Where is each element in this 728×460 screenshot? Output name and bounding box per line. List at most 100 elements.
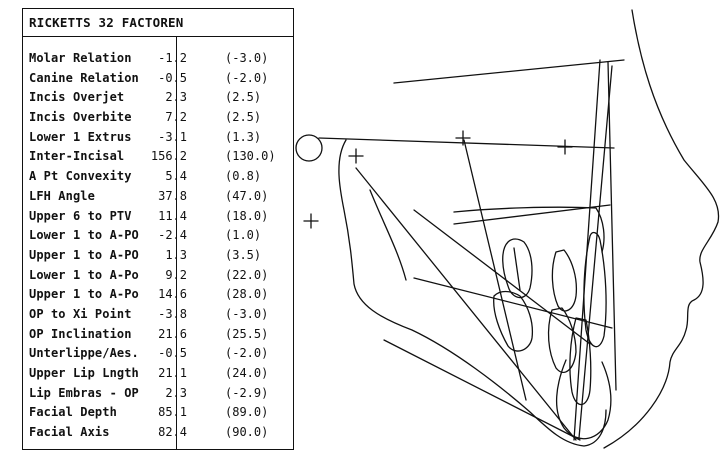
factor-norm: (90.0) xyxy=(225,425,269,440)
factor-name: Facial Depth xyxy=(29,405,117,420)
factor-row: Lower 1 Extrus -3.1 (1.3) xyxy=(23,128,293,148)
factor-value: -1.2 xyxy=(158,51,187,65)
facial-line-b xyxy=(578,65,613,439)
factor-name: Canine Relation xyxy=(29,70,139,85)
factor-norm: (3.5) xyxy=(225,247,262,262)
factor-value: -3.1 xyxy=(158,129,187,144)
factor-value: -3.8 xyxy=(158,306,187,321)
factor-norm: (2.5) xyxy=(225,90,262,105)
factor-name: Molar Relation xyxy=(29,51,132,65)
factor-norm: (47.0) xyxy=(225,188,269,203)
column-divider xyxy=(176,37,177,449)
factor-row: OP Inclination 21.6 (25.5) xyxy=(23,325,293,345)
mandible-outline xyxy=(338,139,607,447)
cross-mark xyxy=(348,148,364,164)
factor-row: Upper Lip Lngth 21.1 (24.0) xyxy=(23,364,293,384)
porion-circle xyxy=(295,134,323,162)
factor-norm: (1.3) xyxy=(225,129,262,144)
factor-value: 21.6 xyxy=(158,326,187,341)
factor-row: Facial Depth 85.1 (89.0) xyxy=(23,403,293,423)
factor-value: -0.5 xyxy=(158,346,187,361)
factor-norm: (130.0) xyxy=(225,149,276,164)
factor-row: Molar Relation -1.2 (-3.0) xyxy=(23,49,293,69)
soft-tissue-profile xyxy=(603,9,720,449)
factor-value: 1.3 xyxy=(165,247,187,262)
factor-value: 5.4 xyxy=(165,169,187,184)
cross-mark xyxy=(455,130,471,146)
factor-value: 2.3 xyxy=(165,385,187,400)
factor-value: 11.4 xyxy=(158,208,187,223)
factor-rows: Molar Relation -1.2 (-3.0) Canine Relation -… xyxy=(23,49,293,443)
symphysis-outline xyxy=(555,359,612,440)
factor-value: 156.2 xyxy=(150,149,187,164)
factor-value: 85.1 xyxy=(158,405,187,420)
factor-norm: (-3.0) xyxy=(225,306,269,321)
factor-name: Facial Axis xyxy=(29,425,110,440)
factor-name: Incis Overbite xyxy=(29,110,132,125)
factor-norm: (2.5) xyxy=(225,110,262,125)
factor-value: 2.3 xyxy=(165,90,187,105)
factor-name: A Pt Convexity xyxy=(29,169,132,184)
factor-value: 21.1 xyxy=(158,366,187,380)
factor-name: Lower 1 to A-PO xyxy=(29,228,139,243)
factor-value: 14.6 xyxy=(158,287,187,302)
cross-mark xyxy=(557,139,573,155)
factor-name: Upper 1 to A-Po xyxy=(29,287,139,302)
factor-value: 37.8 xyxy=(158,188,187,203)
factor-value: -0.5 xyxy=(158,70,187,85)
factor-value: -2.4 xyxy=(158,228,187,243)
factor-name: Upper Lip Lngth xyxy=(29,366,139,380)
factor-norm: (22.0) xyxy=(225,267,269,282)
lower-molar xyxy=(493,290,534,352)
cephalometric-tracing xyxy=(294,0,728,460)
factor-name: OP to Xi Point xyxy=(29,306,132,321)
factor-norm: (-2.9) xyxy=(225,385,269,400)
factor-row: Incis Overbite 7.2 (2.5) xyxy=(23,108,293,128)
factor-row: Upper 1 to A-PO 1.3 (3.5) xyxy=(23,246,293,266)
oblique-line-2 xyxy=(413,209,591,345)
factor-name: Unterlippe/Aes. xyxy=(29,346,139,361)
factor-norm: (24.0) xyxy=(225,366,269,380)
factor-norm: (-3.0) xyxy=(225,51,269,65)
ramus-inner xyxy=(369,189,407,281)
factor-norm: (-2.0) xyxy=(225,70,269,85)
factor-norm: (89.0) xyxy=(225,405,269,420)
occlusal-plane-line xyxy=(413,277,613,329)
factor-norm: (18.0) xyxy=(225,208,269,223)
factor-value: 7.2 xyxy=(165,110,187,125)
factor-row: Inter-Incisal 156.2 (130.0) xyxy=(23,147,293,167)
premolar xyxy=(551,249,578,312)
factor-norm: (28.0) xyxy=(225,287,269,302)
factor-row: Upper 6 to PTV 11.4 (18.0) xyxy=(23,207,293,227)
upper-molar-root xyxy=(513,247,521,291)
factor-row: Canine Relation -0.5 (-2.0) xyxy=(23,69,293,89)
factor-name: Upper 6 to PTV xyxy=(29,208,132,223)
factor-row: LFH Angle 37.8 (47.0) xyxy=(23,187,293,207)
frankfort-plane-line xyxy=(393,59,625,84)
ricketts-factor-table: RICKETTS 32 FACTOREN Molar Relation-1.2(… xyxy=(22,8,294,450)
factor-name: OP Inclination xyxy=(29,326,132,341)
factor-name: Lower 1 to A-Po xyxy=(29,267,139,282)
tracing-svg xyxy=(295,9,720,449)
factor-value: 9.2 xyxy=(165,267,187,282)
upper-incisor xyxy=(583,231,607,348)
factor-name: Lower 1 Extrus xyxy=(29,129,132,144)
factor-norm: (25.5) xyxy=(225,326,269,341)
factor-name: LFH Angle xyxy=(29,188,95,203)
oblique-line xyxy=(463,139,527,401)
factor-name: Incis Overjet xyxy=(29,90,125,105)
factor-row: Unterlippe/Aes. -0.5 (-2.0) xyxy=(23,344,293,364)
factor-row: OP to Xi Point -3.8 (-3.0) xyxy=(23,305,293,325)
lower-incisor xyxy=(569,317,592,406)
cross-mark xyxy=(303,213,319,229)
upper-molar xyxy=(502,238,533,299)
vertical-reference-line xyxy=(607,61,617,391)
mandibular-plane-line xyxy=(383,339,581,441)
factor-row: Lower 1 to A-PO-2.4(1.0) xyxy=(23,226,293,246)
factor-norm: (-2.0) xyxy=(225,346,269,361)
factor-name: Upper 1 to A-PO xyxy=(29,247,139,262)
factor-name: Inter-Incisal xyxy=(29,149,125,164)
factor-row: Lower 1 to A-Po 9.2 (22.0) xyxy=(23,266,293,286)
